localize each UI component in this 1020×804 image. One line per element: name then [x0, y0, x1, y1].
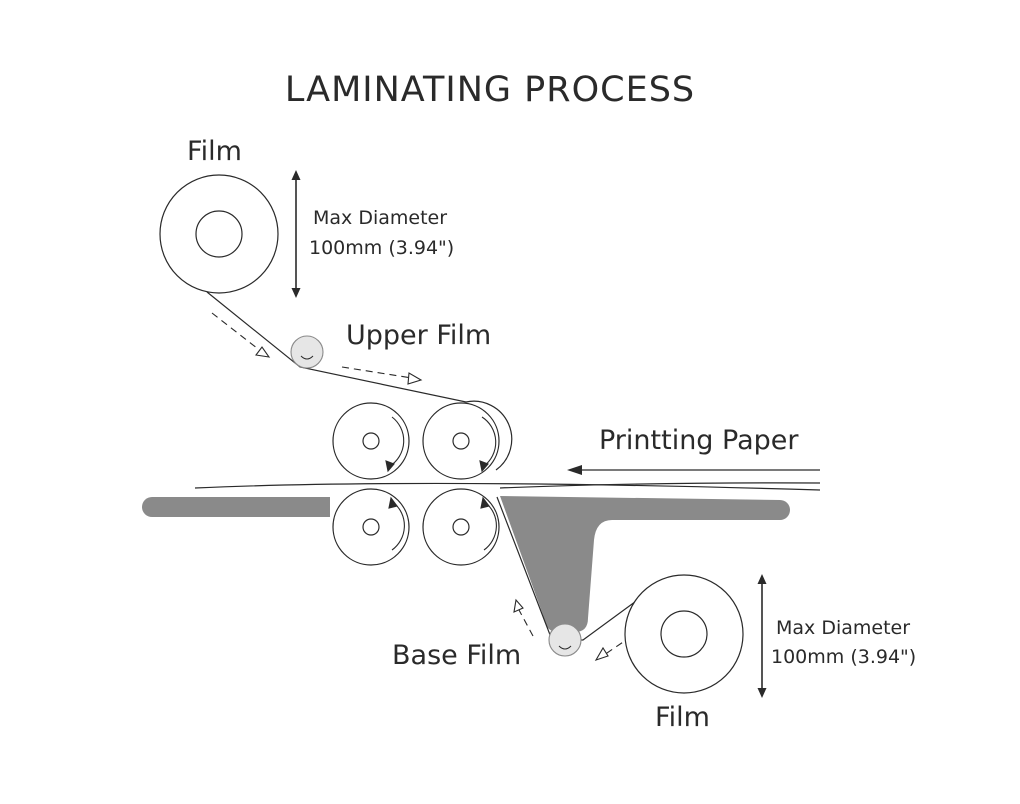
bottom-diameter-arrow: [757, 574, 767, 698]
upper-film-path: [206, 291, 513, 471]
bottom-film-roll: [624, 574, 744, 694]
printing-paper-sheet: [194, 482, 821, 491]
base-film-label: Base Film: [392, 640, 522, 671]
upper-idler-roller: [290, 335, 324, 369]
gray-base-plate: [500, 496, 790, 632]
top-diameter-arrow: [291, 170, 301, 298]
page-title: LAMINATING PROCESS: [284, 70, 696, 110]
gray-table-plate: [142, 497, 330, 517]
max-diameter-bottom-line1: Max Diameter: [776, 617, 911, 639]
film-top-label: Film: [187, 136, 242, 167]
max-diameter-bottom-line2: 100mm (3.94"): [771, 646, 917, 668]
upper-film-label: Upper Film: [346, 320, 492, 351]
film-bottom-label: Film: [655, 702, 710, 733]
upper-film-flow-arrows: [211, 312, 423, 385]
roller-rotation-arrows: [385, 416, 497, 551]
paper-feed-arrow: [567, 465, 820, 475]
max-diameter-top-line1: Max Diameter: [313, 207, 448, 229]
max-diameter-top-line2: 100mm (3.94"): [309, 237, 455, 259]
printing-paper-label: Printting Paper: [599, 425, 799, 456]
base-film-flow-arrows: [513, 598, 633, 661]
top-film-roll: [159, 174, 279, 294]
lower-idler-roller: [548, 623, 582, 657]
